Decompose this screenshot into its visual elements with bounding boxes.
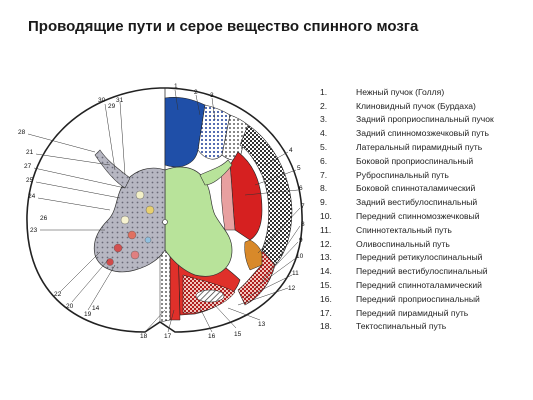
legend-item: 4. Задний спинномозжечковый путь xyxy=(320,126,494,140)
diagram-label-24: 24 xyxy=(28,193,36,200)
diagram-label-9: 9 xyxy=(299,237,303,244)
posterior-horn-right xyxy=(199,159,233,186)
tract-lateral-proprio xyxy=(220,164,236,231)
tract-rubrospinal xyxy=(244,239,264,271)
posterior-horn-left xyxy=(94,149,131,189)
legend-label: Задний проприоспинальный пучок xyxy=(356,114,494,125)
diagram-label-17: 17 xyxy=(164,333,172,340)
diagram-label-6: 6 xyxy=(299,185,303,192)
legend-number: 3. xyxy=(320,114,328,125)
legend-item: 18. Тектоспинальный путь xyxy=(320,320,494,334)
legend-number: 8. xyxy=(320,183,328,194)
legend-label: Руброспинальный путь xyxy=(356,169,449,180)
legend-item: 11. Спиннотектальный путь xyxy=(320,223,494,237)
page-title: Проводящие пути и серое вещество спинног… xyxy=(28,18,419,35)
legend-item: 2. Клиновидный пучок (Бурдаха) xyxy=(320,99,494,113)
diagram-label-19: 19 xyxy=(84,311,92,318)
spinal-cord-diagram: 1 2 3 4 5 6 7 8 9 10 11 12 13 15 16 17 1… xyxy=(18,83,305,340)
legend-number: 9. xyxy=(320,197,328,208)
legend-number: 15. xyxy=(320,280,332,291)
legend-label: Задний спинномозжечковый путь xyxy=(356,128,489,139)
legend-label: Передний спинномозжечковый xyxy=(356,211,480,222)
diagram-label-1: 1 xyxy=(174,83,178,90)
legend-label: Передний ретикулоспинальный xyxy=(356,252,483,263)
legend-number: 18. xyxy=(320,321,332,332)
diagram-label-8: 8 xyxy=(301,221,305,228)
legend-number: 2. xyxy=(320,100,328,111)
legend-number: 10. xyxy=(320,211,332,222)
legend-item: 9. Задний вестибулоспинальный xyxy=(320,195,494,209)
central-canal xyxy=(162,219,168,225)
legend-label: Клиновидный пучок (Бурдаха) xyxy=(356,100,476,111)
legend-number: 17. xyxy=(320,307,332,318)
legend-label: Тектоспинальный путь xyxy=(356,321,447,332)
legend-item: 3. Задний проприоспинальный пучок xyxy=(320,113,494,127)
legend-label: Задний вестибулоспинальный xyxy=(356,197,478,208)
diagram-label-22: 22 xyxy=(54,291,62,298)
legend-label: Нежный пучок (Голля) xyxy=(356,86,445,97)
legend-item: 7. Руброспинальный путь xyxy=(320,168,494,182)
legend-number: 5. xyxy=(320,142,328,153)
tract-anterior-spinothalamic xyxy=(195,289,225,303)
legend-label: Боковой проприоспинальный xyxy=(356,155,474,166)
legend-item: 10. Передний спинномозжечковый xyxy=(320,209,494,223)
legend-item: 1. Нежный пучок (Голля) xyxy=(320,85,494,99)
diagram-label-23: 23 xyxy=(30,227,38,234)
diagram-label-12: 12 xyxy=(288,285,296,292)
diagram-label-29: 29 xyxy=(108,103,116,110)
diagram-label-3: 3 xyxy=(210,92,214,99)
diagram-label-11: 11 xyxy=(292,270,299,277)
legend-number: 4. xyxy=(320,128,328,139)
gray-nuclei xyxy=(106,190,155,266)
diagram-label-21: 21 xyxy=(26,149,34,156)
legend-number: 16. xyxy=(320,293,332,304)
diagram-label-31: 31 xyxy=(116,97,124,104)
diagram-label-25: 25 xyxy=(26,177,34,184)
legend-number: 1. xyxy=(320,86,328,97)
tract-lateral-spinothalamic xyxy=(237,249,276,306)
diagram-label-7: 7 xyxy=(301,203,305,210)
legend-item: 14. Передний вестибулоспинальный xyxy=(320,264,494,278)
legend-item: 6. Боковой проприоспинальный xyxy=(320,154,494,168)
legend-number: 6. xyxy=(320,155,328,166)
legend-label: Оливоспинальный путь xyxy=(356,238,450,249)
legend-label: Латеральный пирамидный путь xyxy=(356,142,483,153)
legend-number: 12. xyxy=(320,238,332,249)
diagram-label-16: 16 xyxy=(208,333,216,340)
legend-number: 13. xyxy=(320,252,332,263)
diagram-label-13: 13 xyxy=(258,321,266,328)
diagram-label-18: 18 xyxy=(140,333,148,340)
legend-label: Передний проприоспинальный xyxy=(356,293,480,304)
legend-number: 14. xyxy=(320,266,332,277)
legend-item: 5. Латеральный пирамидный путь xyxy=(320,140,494,154)
legend-label: Передний пирамидный путь xyxy=(356,307,469,318)
legend-list: 1. Нежный пучок (Голля) 2. Клиновидный пучо… xyxy=(320,85,494,333)
legend-label: Спиннотектальный путь xyxy=(356,224,452,235)
legend-label: Передний вестибулоспинальный xyxy=(356,266,488,277)
legend-item: 13. Передний ретикулоспинальный xyxy=(320,251,494,265)
diagram-label-10: 10 xyxy=(296,253,304,260)
diagram-label-15: 15 xyxy=(234,331,242,338)
diagram-label-14: 14 xyxy=(92,305,100,312)
diagram-label-26: 26 xyxy=(40,215,48,222)
diagram-label-27: 27 xyxy=(24,163,32,170)
legend-item: 15. Передний спинноталамический xyxy=(320,278,494,292)
legend-item: 8. Боковой спинноталамический xyxy=(320,182,494,196)
diagram-label-20: 20 xyxy=(66,303,74,310)
diagram-label-5: 5 xyxy=(297,165,301,172)
legend-item: 12. Оливоспинальный путь xyxy=(320,237,494,251)
legend-label: Боковой спинноталамический xyxy=(356,183,476,194)
legend-number: 7. xyxy=(320,169,328,180)
diagram-label-30: 30 xyxy=(98,97,106,104)
legend-item: 17. Передний пирамидный путь xyxy=(320,306,494,320)
legend-item: 16. Передний проприоспинальный xyxy=(320,292,494,306)
tract-tectospinal xyxy=(159,249,171,323)
diagram-label-28: 28 xyxy=(18,129,26,136)
diagram-label-4: 4 xyxy=(289,147,293,154)
legend-label: Передний спинноталамический xyxy=(356,280,482,291)
diagram-label-2: 2 xyxy=(194,89,198,96)
legend-number: 11. xyxy=(320,224,332,235)
